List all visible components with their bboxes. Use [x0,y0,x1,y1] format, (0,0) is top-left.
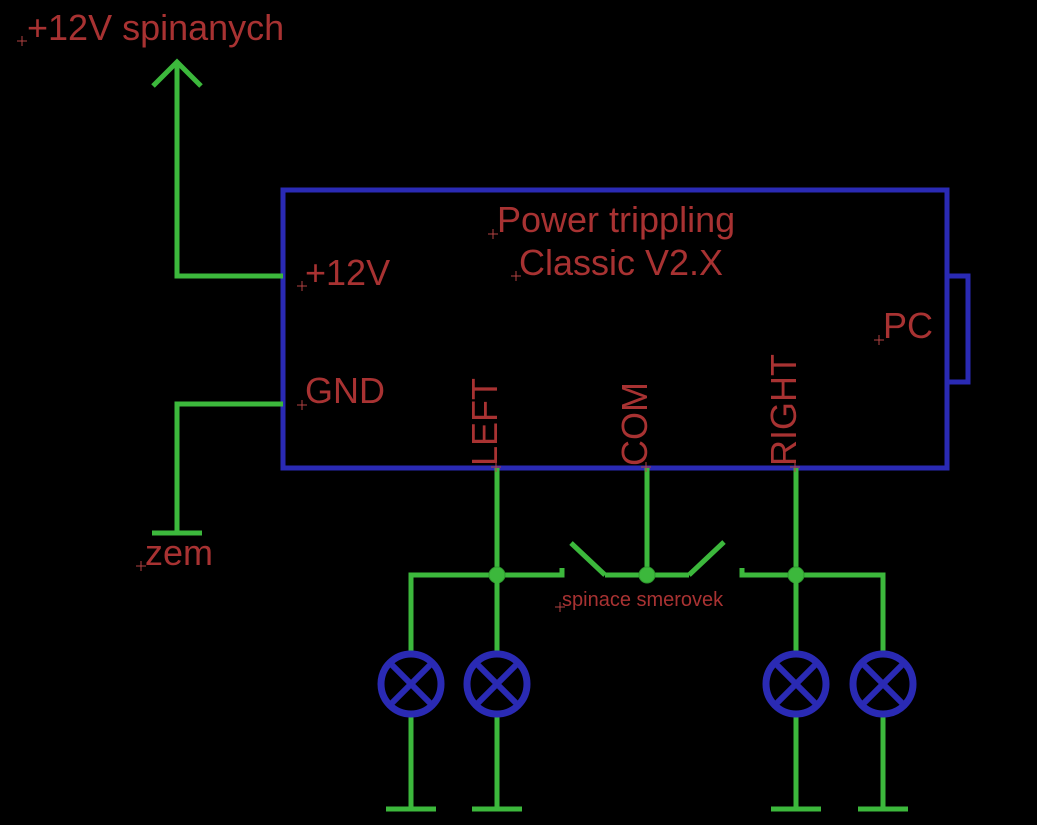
pin-com-label: COM [614,382,655,466]
switch-caption: spinace smerovek [562,589,724,611]
left-bus [408,568,565,652]
lamp-left-outer [377,650,445,718]
pin-pc-label: PC [883,305,933,346]
supply-label: +12V spinanych [27,7,284,48]
module-title-line1: Power trippling [497,199,735,240]
pin-gnd-label: GND [305,370,385,411]
supply-wire [151,58,283,279]
text-origin-markers [17,36,884,612]
pin-left-label: LEFT [464,378,505,466]
pin-12v-label: +12V [305,252,390,293]
ground-label: zem [145,532,213,573]
lamp-left-inner [463,650,531,718]
ground-wire [152,401,283,536]
right-bus [739,568,886,652]
pin-right-label: RIGHT [763,354,804,466]
junction-dot-com [638,566,656,584]
lamp-wires [386,575,908,812]
module-title-line2: Classic V2.X [519,242,723,283]
pc-connector [944,273,971,385]
lamp-right-outer [849,650,917,718]
lamp-right-inner [762,650,830,718]
